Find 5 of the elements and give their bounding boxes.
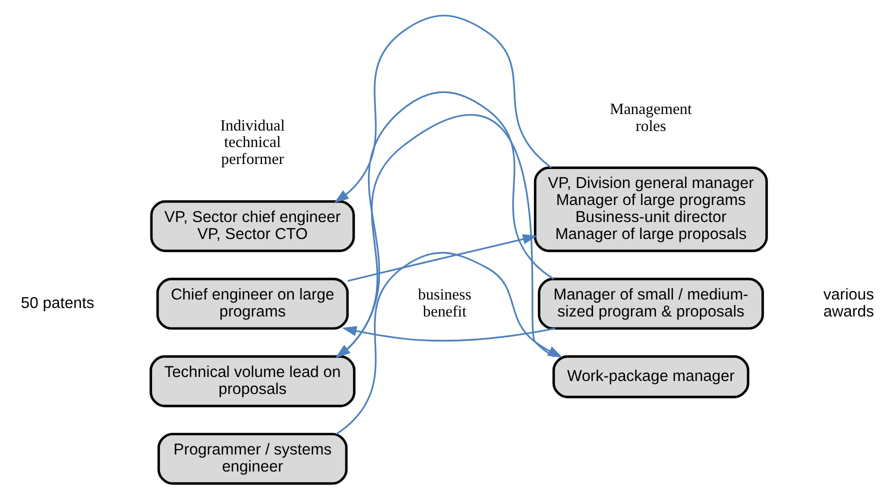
label: business benefit [418,286,472,320]
label: Management roles [610,100,692,134]
label: various awards [823,286,874,320]
label: Individual technical performer [220,116,285,168]
label: 50 patents [20,294,94,312]
